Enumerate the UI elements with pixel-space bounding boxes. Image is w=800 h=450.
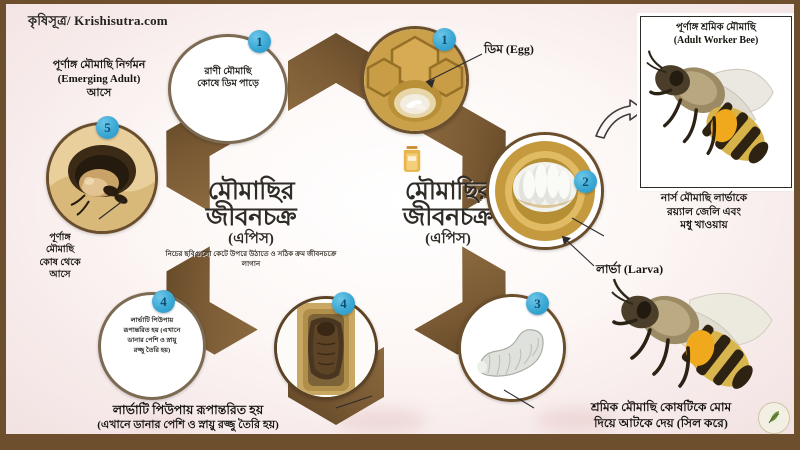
watermark-brand: কৃষিসূত্র/ Krishisutra.com — [28, 13, 168, 28]
pupa-in-sealed-cell-illustration — [277, 299, 375, 397]
caption-line-1: রাণী মৌমাছি — [204, 67, 252, 77]
background-blotch — [536, 408, 616, 432]
photo-title-line-2: (Adult Worker Bee) — [673, 34, 759, 46]
caption-line-1: লার্ভাটি পিউপায় — [130, 317, 174, 324]
stage-badge-3: 3 — [526, 292, 549, 315]
honey-jar-icon — [403, 146, 421, 172]
label-line-3: আসে — [86, 86, 112, 99]
caption-line-2: রূপান্তরিত হয় (এখানে — [123, 326, 181, 334]
stage-badge-1: 1 — [248, 30, 271, 53]
stage-caption: রাণী মৌমাছি কোষে ডিম পাড়ে — [168, 67, 288, 91]
stage-disc — [98, 292, 206, 400]
emerging-adult-illustration — [49, 125, 155, 231]
label-emerging-adult: পূর্ণাঙ্গ মৌমাছি নির্গমন (Emerging Adult… — [24, 59, 174, 100]
title-main: মৌমাছির — [207, 178, 295, 205]
stage-badge-2: 2 — [574, 170, 597, 193]
poster-canvas: কৃষিসূত্র/ Krishisutra.com — [6, 4, 794, 434]
label-nurse-bee-feeding: নার্স মৌমাছি লার্ভাকে রয়্যাল জেলি এবং ম… — [606, 192, 794, 233]
title-species-2: (এপিস) — [425, 231, 471, 247]
title-instruction: নিচের ছবিগুলো কেটে উপরে উঠাতে ও সঠিক ক্র… — [165, 250, 337, 269]
title-sub: জীবনচক্র — [205, 203, 297, 231]
krishisutra-logo-icon — [758, 402, 790, 434]
background-blotch — [126, 414, 196, 434]
label-line-2: দিয়ে আটকে দেয় (সিল করে) — [594, 415, 728, 430]
title-sub-2: জীবনচক্র — [402, 203, 494, 231]
caption-line-2: কোষে ডিম পাড়ে — [197, 78, 259, 89]
label-line-1: পূর্ণাঙ্গ — [49, 233, 71, 243]
photo-card-title: পূর্ণাঙ্গ শ্রমিক মৌমাছি (Adult Worker Be… — [641, 22, 791, 47]
label-adult-from-cell: পূর্ণাঙ্গ মৌমাছি কোষ থেকে আসে — [14, 232, 106, 281]
stage-disc — [274, 296, 378, 400]
stage-queen-lays-egg[interactable]: 1 রাণী মৌমাছি কোষে ডিম পাড়ে — [168, 30, 288, 144]
stage-pupa-note[interactable]: 4 লার্ভাটি পিউপায় রূপান্তরিত হয় (এখানে… — [98, 290, 206, 400]
label-line-2: মৌমাছি — [45, 245, 75, 256]
page-title-left: মৌমাছির জীবনচক্র (এপিস) নিচের ছবিগুলো কে… — [161, 179, 341, 270]
label-egg: ডিম (Egg) — [484, 42, 534, 56]
stage-larva-in-cell[interactable]: 2 — [486, 132, 604, 250]
stage-badge-4: 4 — [332, 292, 355, 315]
larva-in-cell-illustration — [489, 135, 601, 247]
label-line-1: নার্স মৌমাছি লার্ভাকে — [660, 193, 748, 204]
photo-title-line-1: পূর্ণাঙ্গ শ্রমিক মৌমাছি — [676, 22, 756, 33]
label-line-2: (Emerging Adult) — [57, 72, 141, 85]
label-line-3: কোষ থেকে — [39, 257, 81, 268]
label-line-1: লার্ভাটি পিউপায় রূপান্তরিত হয় — [112, 403, 264, 417]
stage-emerging-adult[interactable]: 5 — [46, 116, 158, 234]
caption-line-4: রজ্জু তৈরি হয়) — [133, 346, 171, 354]
bee-icon — [641, 17, 791, 187]
larva-illustration — [461, 297, 563, 399]
label-line-4: আসে — [49, 270, 71, 281]
stage-pupa-in-cell[interactable]: 4 — [274, 292, 378, 400]
label-worker-seals-cell: শ্রমিক মৌমাছি কোষটিকে মোম দিয়ে আটকে দেয… — [536, 400, 786, 431]
leader-lines — [98, 53, 605, 409]
caption-line-3: ডানার পেশি ও স্নায়ু — [127, 336, 177, 344]
stage-badge-5: 5 — [96, 116, 119, 139]
bee-icon-secondary — [611, 278, 773, 389]
label-line-2: (এখানে ডানার পেশি ও স্নায়ু রজ্জু তৈরি হ… — [97, 419, 279, 432]
adult-worker-bee-photo-card: পূর্ণাঙ্গ শ্রমিক মৌমাছি (Adult Worker Be… — [640, 16, 792, 188]
label-line-1: শ্রমিক মৌমাছি কোষটিকে মোম — [590, 400, 732, 414]
stage-badge-1b: 1 — [433, 28, 456, 51]
label-pupa-transformation: লার্ভাটি পিউপায় রূপান্তরিত হয় (এখানে ড… — [38, 402, 338, 433]
label-line-3: মধু খাওয়ায় — [680, 220, 728, 232]
page-title-right: মৌমাছির জীবনচক্র (এপিস) — [358, 179, 538, 247]
honeycomb-cell-egg-illustration — [364, 29, 466, 131]
label-line-2: রয়্যাল জেলি এবং — [667, 206, 741, 218]
stage-caption: লার্ভাটি পিউপায় রূপান্তরিত হয় (এখানে ড… — [98, 316, 206, 356]
stage-badge-4b: 4 — [152, 290, 175, 313]
title-species: (এপিস) — [228, 231, 274, 247]
stage-egg-in-cell[interactable]: 1 — [361, 26, 469, 134]
logo-glyph — [767, 410, 781, 426]
stage-disc — [46, 122, 158, 234]
stage-disc — [168, 34, 288, 144]
stage-disc — [361, 26, 469, 134]
curved-arrow-icon — [595, 99, 645, 139]
title-main-2: মৌমাছির — [404, 178, 492, 205]
label-line-1: পূর্ণাঙ্গ মৌমাছি নির্গমন — [52, 59, 146, 71]
stage-disc — [458, 294, 566, 402]
stage-larva[interactable]: 3 — [458, 292, 566, 402]
label-larva: লার্ভা (Larva) — [596, 262, 664, 276]
